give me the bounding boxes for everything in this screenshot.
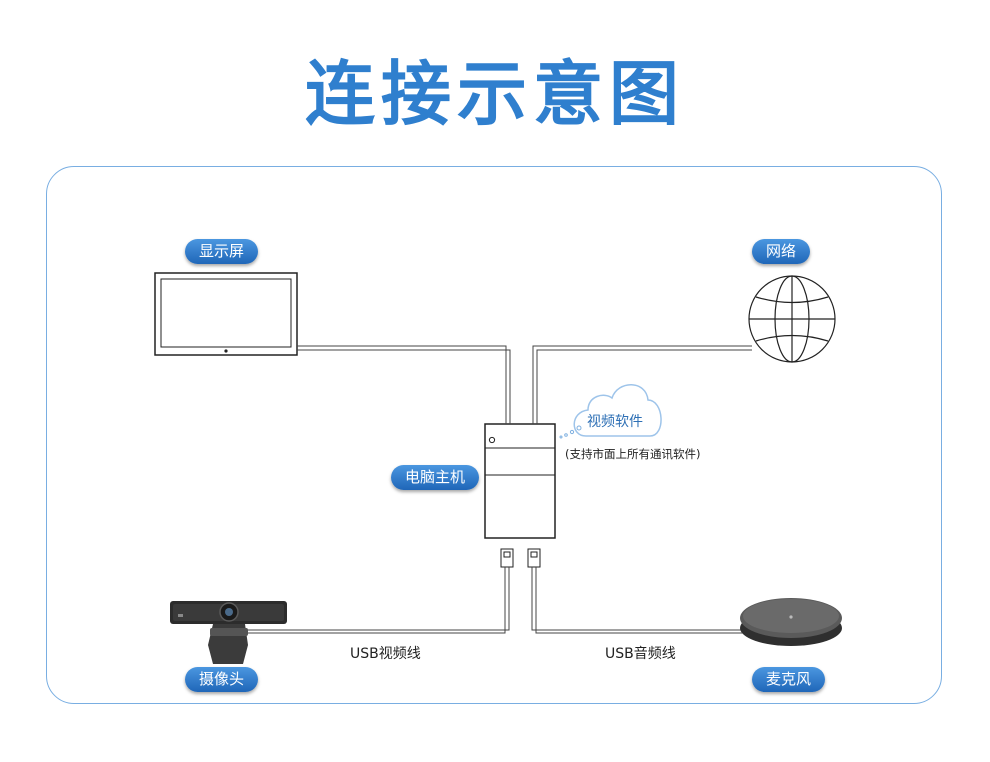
diagram-frame: [46, 166, 942, 704]
software-note: (支持市面上所有通讯软件): [565, 447, 701, 461]
usb-audio-cable-label: USB音频线: [605, 646, 676, 662]
usb-video-cable-label: USB视频线: [350, 646, 421, 662]
globe-icon: [748, 275, 836, 363]
diagram-title: 连接示意图: [305, 53, 685, 135]
network-cable: [532, 345, 752, 424]
usb-plug-right-icon: [527, 548, 541, 568]
cloud-icon: [559, 384, 662, 439]
camera-icon: [170, 601, 287, 664]
usb-audio-cable: [531, 567, 745, 634]
microphone-icon: [740, 598, 842, 646]
microphone-label: 麦克风: [752, 667, 826, 692]
monitor-cable: [297, 345, 511, 424]
monitor-label: 显示屏: [185, 239, 259, 264]
computer-label: 电脑主机: [391, 465, 480, 490]
monitor-icon: [154, 272, 298, 356]
usb-plug-left-icon: [500, 548, 514, 568]
camera-label: 摄像头: [185, 667, 259, 692]
software-cloud-label: 视频软件: [587, 414, 643, 430]
computer-tower-icon: [484, 423, 556, 539]
usb-video-cable: [248, 567, 510, 634]
network-label: 网络: [752, 239, 811, 264]
